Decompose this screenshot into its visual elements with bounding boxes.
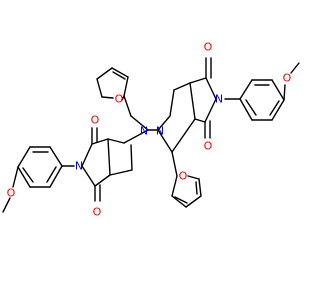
bond: [194, 118, 206, 123]
bond: [171, 195, 187, 208]
bond: [198, 178, 202, 197]
bond: [49, 165, 63, 188]
bond: [109, 169, 133, 176]
bond: [112, 71, 126, 80]
bond: [81, 165, 96, 187]
bond: [239, 79, 253, 100]
bond: [94, 174, 111, 187]
bond: [157, 115, 171, 131]
bond: [290, 62, 300, 74]
atom-o-methoxy-left: O: [7, 187, 16, 200]
atom-n-bridge-right: N: [156, 125, 164, 138]
bond: [205, 77, 217, 100]
bond: [22, 167, 34, 183]
bond: [96, 78, 103, 98]
bond: [111, 67, 129, 78]
bond: [123, 95, 132, 117]
bond: [17, 146, 31, 168]
atom-o-carbonyl-top: O: [204, 41, 213, 54]
bond: [171, 118, 196, 153]
atom-n-imide-left: N: [75, 160, 83, 173]
bond: [101, 96, 114, 99]
atom-o-carbonyl-right: O: [204, 140, 213, 153]
bond-lines: [2, 57, 300, 213]
bond: [171, 151, 178, 177]
bond: [130, 144, 133, 171]
bond: [283, 84, 286, 101]
bond: [49, 146, 63, 167]
bond: [46, 166, 57, 183]
bond: [157, 129, 173, 153]
bond: [187, 175, 200, 180]
bond: [123, 129, 149, 144]
bond: [96, 67, 113, 80]
bond: [169, 89, 175, 117]
atom-n-bridge-left: N: [140, 125, 148, 138]
bond: [121, 95, 125, 101]
bond: [17, 166, 31, 188]
bond: [195, 181, 198, 195]
bond: [239, 98, 253, 121]
atom-o-carbonyl-left: O: [91, 114, 100, 127]
atom-labels: O O O O O O O O N N N N: [7, 41, 292, 219]
bond: [12, 166, 19, 188]
bond: [91, 138, 109, 145]
bond: [189, 77, 207, 84]
atom-n-imide-right: N: [215, 93, 223, 106]
bond: [123, 76, 129, 97]
atom-o-carbonyl-bottom: O: [93, 206, 102, 219]
bond: [204, 98, 217, 123]
bond: [107, 138, 111, 176]
bond: [271, 79, 285, 101]
bond: [173, 82, 191, 91]
atom-o-methoxy-right: O: [283, 72, 292, 85]
bond: [174, 196, 188, 204]
bond: [130, 115, 149, 131]
bond: [245, 99, 257, 116]
bond: [271, 99, 285, 121]
molecule-structure: O O O O O O O O N N N N: [2, 41, 300, 219]
bond: [81, 143, 93, 167]
atom-o-furan-top: O: [115, 93, 124, 106]
atom-o-furan-bottom: O: [179, 170, 188, 183]
bond: [269, 100, 280, 116]
bond: [2, 197, 11, 213]
bond: [185, 195, 202, 208]
bond: [171, 175, 178, 197]
bond: [107, 138, 125, 144]
bond: [189, 82, 196, 120]
